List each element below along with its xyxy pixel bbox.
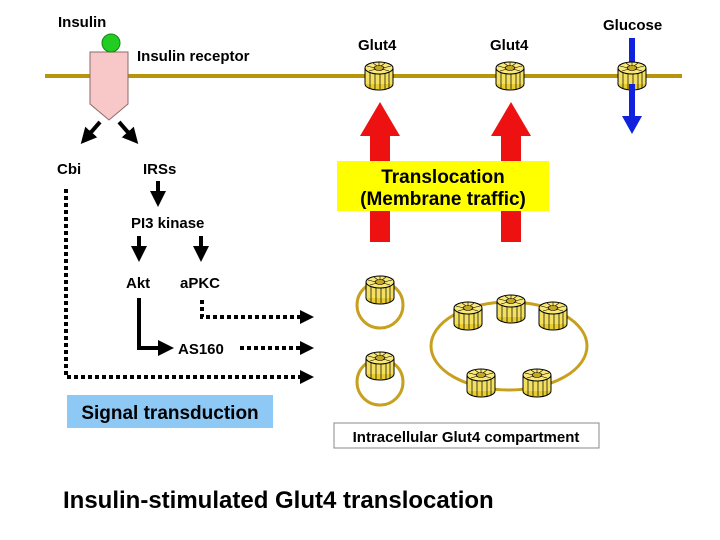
glut4-compartment-1-icon (453, 301, 483, 331)
glut4-membrane-1-icon (364, 61, 394, 91)
pi3-kinase-label: PI3 kinase (131, 215, 204, 232)
irss-label: IRSs (143, 161, 176, 178)
dotted-arrow-apkc (200, 300, 300, 319)
signal-transduction-label: Signal transduction (81, 403, 258, 424)
glut4-vesicle-2-icon (365, 351, 395, 381)
glut4-compartment-3-icon (538, 301, 568, 331)
insulin-receptor-label: Insulin receptor (137, 48, 250, 65)
dotted-arrow-cbi (64, 189, 300, 379)
glucose-arrow-head (622, 116, 642, 134)
dotted-arrow-as160-head (300, 341, 314, 355)
glut4-compartment-2-icon (496, 294, 526, 324)
akt-label: Akt (126, 275, 150, 292)
diagram-title: Insulin-stimulated Glut4 translocation (63, 487, 494, 514)
arrow-to-cbi (80, 120, 102, 145)
signal-transduction-box (67, 395, 273, 428)
insulin-label: Insulin (58, 14, 106, 31)
apkc-label: aPKC (180, 275, 220, 292)
glut4-label-1: Glut4 (358, 37, 397, 54)
arrow-to-irss (117, 120, 139, 145)
compartment-label: Intracellular Glut4 compartment (353, 429, 580, 446)
glut4-compartment-5-icon (522, 368, 552, 398)
glut4-vesicle-1-icon (365, 275, 395, 305)
dotted-arrow-cbi-head (300, 370, 314, 384)
cbi-label: Cbi (57, 161, 81, 178)
as160-label: AS160 (178, 341, 224, 358)
glucose-label: Glucose (603, 17, 662, 34)
translocation-line2: (Membrane traffic) (360, 189, 526, 210)
compartment-label-box (333, 422, 600, 449)
translocation-box (337, 161, 549, 211)
insulin-molecule (101, 33, 121, 53)
arrow-akt-to-as160 (137, 298, 174, 356)
dotted-arrow-apkc-head (300, 310, 314, 324)
glut4-membrane-2-icon (495, 61, 525, 91)
glut4-label-2: Glut4 (490, 37, 529, 54)
translocation-line1: Translocation (381, 167, 505, 188)
insulin-receptor-shape (89, 51, 129, 121)
glut4-compartment-4-icon (466, 368, 496, 398)
